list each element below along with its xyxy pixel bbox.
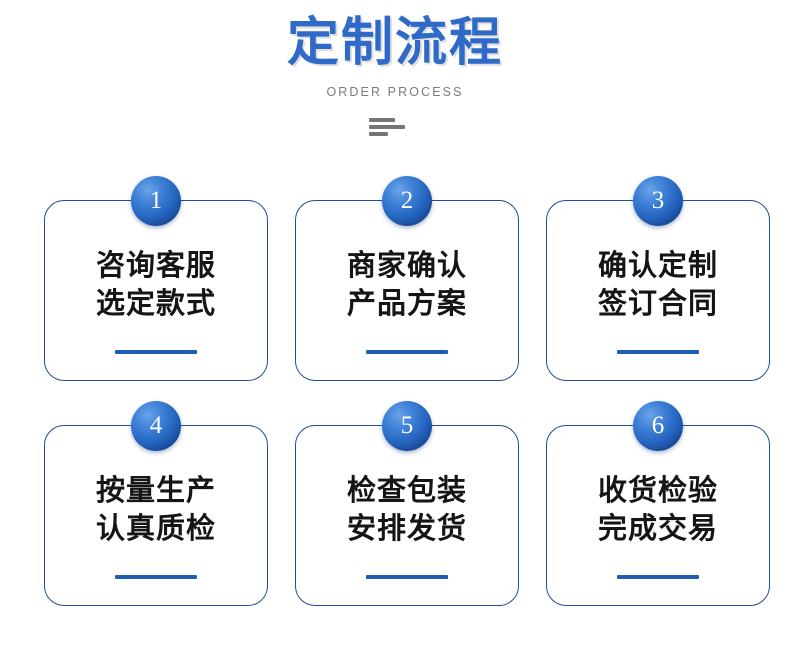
- step-text-4: 按量生产 认真质检: [96, 473, 216, 548]
- step-text-1: 咨询客服 选定款式: [96, 248, 216, 323]
- step-number-badge-4: 4: [131, 401, 181, 451]
- divider-bar-bottom: [369, 131, 388, 136]
- step-text-2: 商家确认 产品方案: [347, 248, 467, 323]
- step-text-3: 确认定制 签订合同: [598, 248, 718, 323]
- step-text-line1-6: 收货检验: [597, 475, 718, 507]
- process-step-card-6[interactable]: 6 收货检验 完成交易: [546, 401, 770, 606]
- step-number-1: 1: [149, 187, 163, 214]
- page-subtitle: ORDER PROCESS: [326, 84, 464, 99]
- three-bar-divider-icon: [360, 116, 430, 138]
- process-step-card-3[interactable]: 3 确认定制 签订合同: [546, 176, 770, 381]
- step-text-6: 收货检验 完成交易: [598, 473, 718, 548]
- divider-bar-top: [369, 117, 395, 122]
- step-underline-6: [617, 575, 699, 579]
- step-number-6: 6: [651, 412, 665, 439]
- process-step-card-5[interactable]: 5 检查包装 安排发货: [295, 401, 519, 606]
- step-text-line2-3: 签订合同: [597, 287, 718, 320]
- step-number-5: 5: [400, 412, 414, 439]
- step-text-line2-1: 选定款式: [95, 287, 216, 320]
- divider-bar-middle: [369, 124, 405, 129]
- step-number-badge-2: 2: [382, 176, 432, 226]
- step-text-line1-1: 咨询客服: [95, 250, 216, 282]
- step-number-badge-3: 3: [633, 176, 683, 226]
- process-step-card-4[interactable]: 4 按量生产 认真质检: [44, 401, 268, 606]
- step-text-line1-4: 按量生产: [95, 475, 216, 507]
- step-number-badge-6: 6: [633, 401, 683, 451]
- step-text-line2-5: 安排发货: [346, 512, 467, 545]
- step-number-badge-5: 5: [382, 401, 432, 451]
- step-underline-1: [115, 350, 197, 354]
- step-text-line2-6: 完成交易: [597, 512, 718, 545]
- process-step-card-1[interactable]: 1 咨询客服 选定款式: [44, 176, 268, 381]
- step-underline-5: [366, 575, 448, 579]
- page-header: 定制流程 ORDER PROCESS: [0, 0, 790, 138]
- step-text-line1-3: 确认定制: [597, 250, 718, 282]
- step-number-2: 2: [400, 187, 414, 214]
- step-underline-3: [617, 350, 699, 354]
- step-number-4: 4: [149, 412, 163, 439]
- process-steps-grid: 1 咨询客服 选定款式 2 商家确认 产品方案 3 确认定制 签订合同 4: [44, 176, 770, 606]
- process-step-card-2[interactable]: 2 商家确认 产品方案: [295, 176, 519, 381]
- step-number-badge-1: 1: [131, 176, 181, 226]
- step-text-5: 检查包装 安排发货: [347, 473, 467, 548]
- step-underline-4: [115, 575, 197, 579]
- step-text-line2-4: 认真质检: [95, 512, 216, 545]
- step-text-line1-2: 商家确认: [346, 250, 467, 282]
- page-title: 定制流程: [286, 14, 503, 72]
- step-number-3: 3: [651, 187, 665, 214]
- step-underline-2: [366, 350, 448, 354]
- step-text-line2-2: 产品方案: [346, 287, 467, 320]
- step-text-line1-5: 检查包装: [346, 475, 467, 507]
